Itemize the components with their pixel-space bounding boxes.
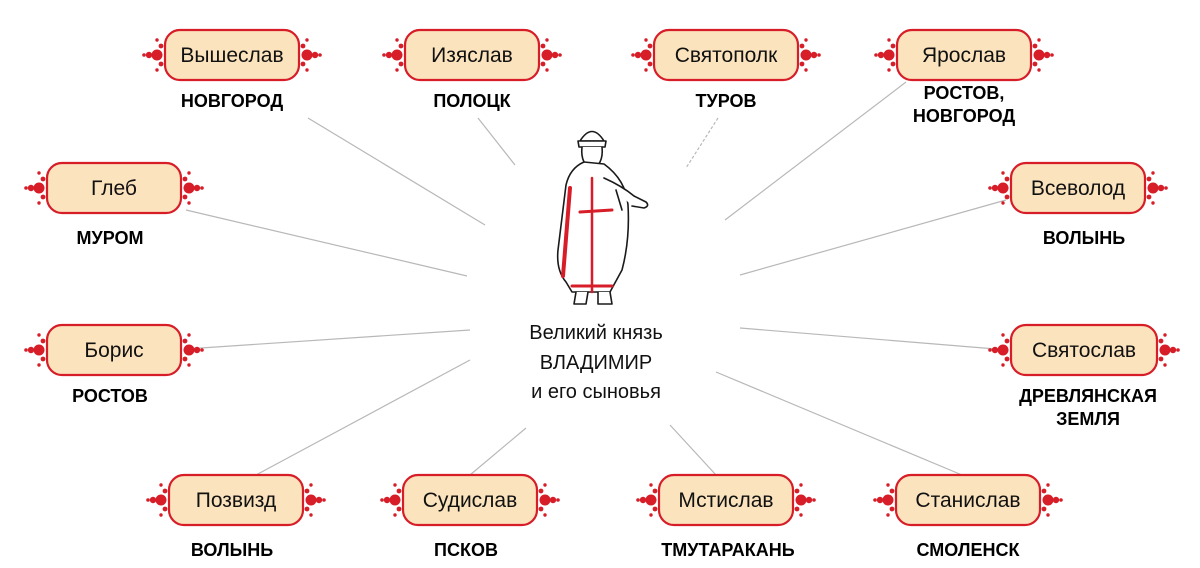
city-label: НОВГОРОД bbox=[913, 106, 1015, 126]
connector-line bbox=[715, 371, 963, 476]
ornament-right-icon bbox=[1032, 38, 1054, 72]
name-box bbox=[894, 473, 1042, 527]
connector-line bbox=[739, 199, 1007, 276]
connector-line bbox=[185, 209, 468, 277]
city-label: НОВГОРОД bbox=[181, 91, 283, 111]
connector-line bbox=[185, 329, 471, 350]
name-box bbox=[45, 161, 183, 215]
name-box bbox=[895, 28, 1033, 82]
ornament-left-icon bbox=[146, 483, 168, 517]
son-name: Вышеслав bbox=[180, 44, 283, 67]
son-name: Изяслав bbox=[431, 44, 513, 67]
son-name: Глеб bbox=[91, 177, 137, 200]
name-box bbox=[403, 28, 541, 82]
ornament-right-icon bbox=[300, 38, 322, 72]
ornament-left-icon bbox=[380, 483, 402, 517]
center-title-line1: Великий князь bbox=[529, 322, 663, 344]
ornament-left-icon bbox=[874, 38, 896, 72]
ornament-right-icon bbox=[304, 483, 326, 517]
ornament-right-icon bbox=[1146, 171, 1168, 205]
ornament-left-icon bbox=[382, 38, 404, 72]
ornament-right-icon bbox=[182, 333, 204, 367]
ornament-left-icon bbox=[24, 171, 46, 205]
city-label: ЗЕМЛЯ bbox=[1056, 409, 1120, 429]
city-label: ПОЛОЦК bbox=[433, 91, 511, 111]
ornament-left-icon bbox=[636, 483, 658, 517]
son-name: Всеволод bbox=[1031, 177, 1125, 200]
connector-line bbox=[669, 424, 717, 476]
ornament-right-icon bbox=[794, 483, 816, 517]
city-label: ВОЛЫНЬ bbox=[1043, 228, 1125, 248]
ornament-left-icon bbox=[988, 333, 1010, 367]
connector-line bbox=[307, 117, 486, 226]
city-label: РОСТОВ, bbox=[924, 83, 1005, 103]
city-label: РОСТОВ bbox=[72, 386, 148, 406]
connector-line bbox=[739, 327, 1009, 351]
son-name: Святополк bbox=[675, 44, 778, 67]
ornament-right-icon bbox=[799, 38, 821, 72]
city-label: ДРЕВЛЯНСКАЯ bbox=[1019, 386, 1157, 406]
name-box bbox=[657, 473, 795, 527]
name-box bbox=[1009, 161, 1147, 215]
ornament-right-icon bbox=[182, 171, 204, 205]
name-box bbox=[652, 28, 800, 82]
connector-line bbox=[724, 81, 907, 221]
connector-line bbox=[477, 117, 516, 166]
center-title-line2: ВЛАДИМИР bbox=[540, 352, 653, 374]
ornament-left-icon bbox=[988, 171, 1010, 205]
son-name: Святослав bbox=[1032, 339, 1136, 362]
son-name: Ярослав bbox=[922, 44, 1006, 67]
ornament-left-icon bbox=[142, 38, 164, 72]
ornament-left-icon bbox=[24, 333, 46, 367]
son-name: Станислав bbox=[915, 489, 1020, 512]
name-box bbox=[401, 473, 539, 527]
son-name: Позвизд bbox=[196, 489, 276, 512]
city-label: СМОЛЕНСК bbox=[917, 540, 1021, 560]
ornament-right-icon bbox=[1158, 333, 1180, 367]
connector-lines bbox=[185, 81, 1009, 476]
ornament-left-icon bbox=[873, 483, 895, 517]
city-label: ВОЛЫНЬ bbox=[191, 540, 273, 560]
ornament-left-icon bbox=[631, 38, 653, 72]
son-name: Мстислав bbox=[678, 489, 773, 512]
city-label: ТУРОВ bbox=[696, 91, 757, 111]
center-title-line3: и его сыновья bbox=[531, 381, 661, 403]
connector-line bbox=[255, 359, 471, 476]
ornament-right-icon bbox=[540, 38, 562, 72]
name-box bbox=[1009, 323, 1159, 377]
connector-line bbox=[685, 117, 719, 169]
name-box bbox=[167, 473, 305, 527]
ornament-right-icon bbox=[538, 483, 560, 517]
city-label: МУРОМ bbox=[77, 228, 144, 248]
ornament-right-icon bbox=[1041, 483, 1063, 517]
name-box bbox=[163, 28, 301, 82]
prince-figure-icon bbox=[556, 130, 649, 305]
son-name: Борис bbox=[84, 339, 143, 362]
city-label: ТМУТАРАКАНЬ bbox=[661, 540, 794, 560]
son-name: Судислав bbox=[423, 489, 518, 512]
connector-line bbox=[469, 427, 527, 476]
name-box bbox=[45, 323, 183, 377]
city-label: ПСКОВ bbox=[434, 540, 498, 560]
